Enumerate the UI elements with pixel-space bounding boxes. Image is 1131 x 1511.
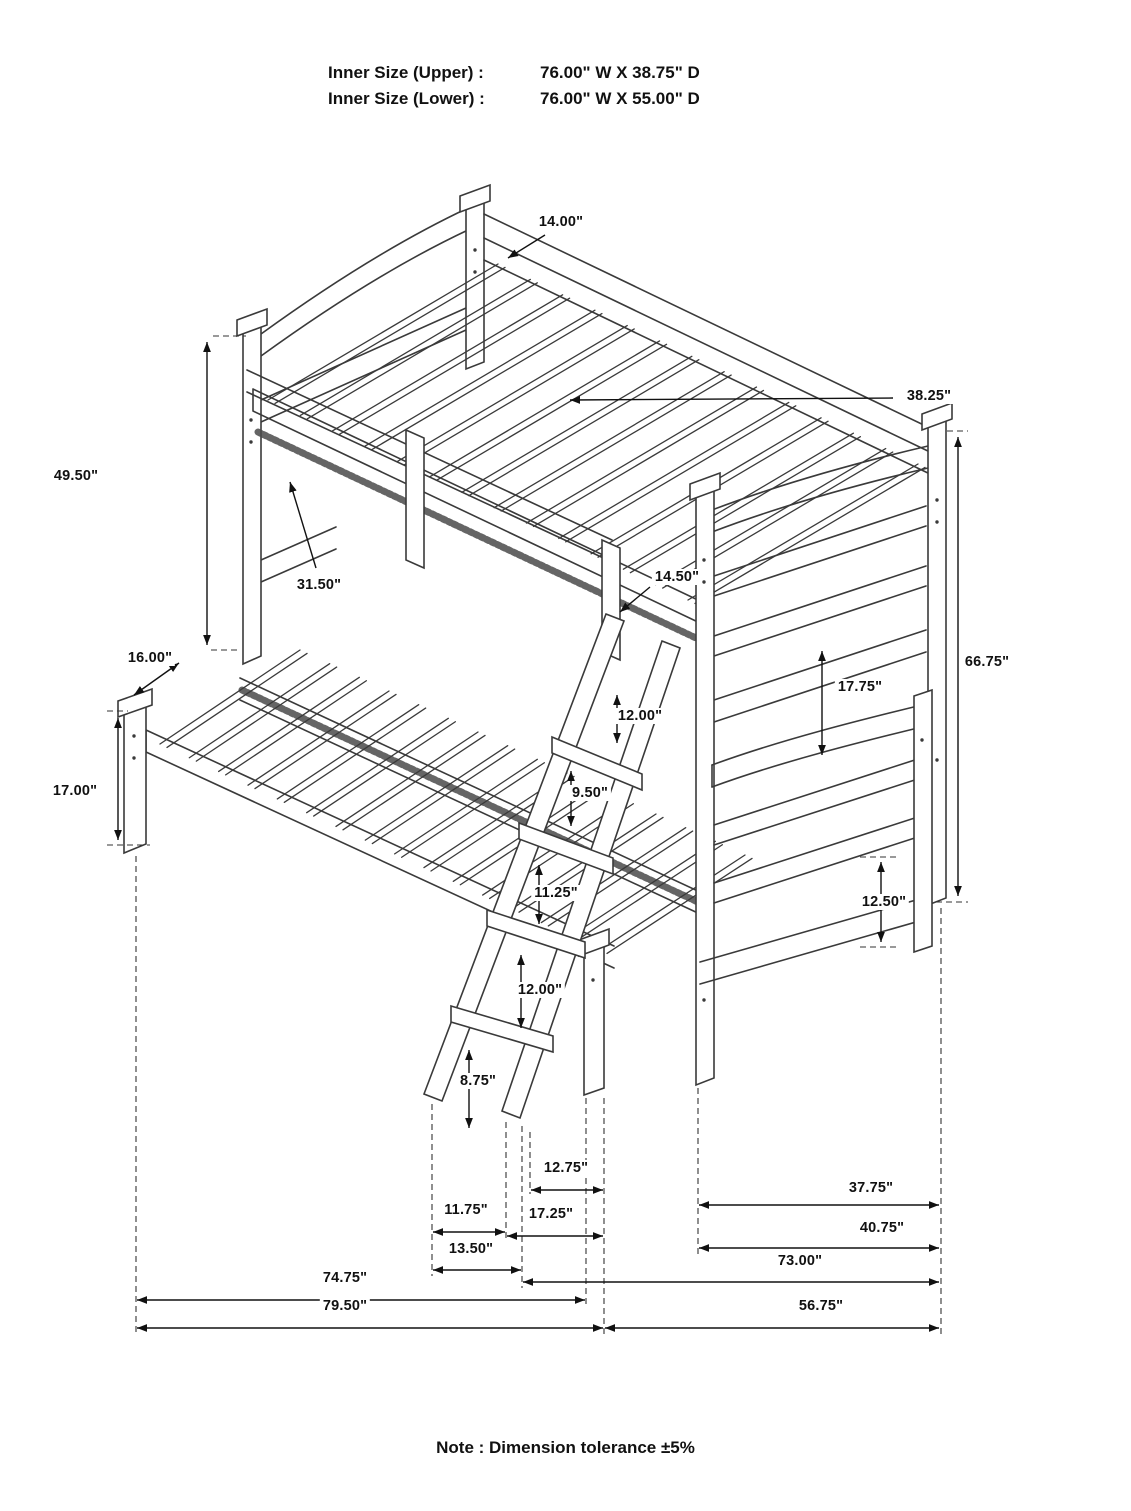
inner-size-upper-label: Inner Size (Upper) : xyxy=(328,63,484,82)
dim-label-73-00: 73.00" xyxy=(774,1253,826,1269)
tolerance-note: Note : Dimension tolerance ±5% xyxy=(436,1438,695,1457)
dim-label-9-50: 9.50" xyxy=(568,785,612,801)
dim-label-17-00: 17.00" xyxy=(49,783,101,799)
dim-label-11-25: 11.25" xyxy=(531,885,581,901)
dim-label-8-75: 8.75" xyxy=(456,1073,500,1089)
dim-label-14-00-top: 14.00" xyxy=(535,214,587,230)
dim-label-56-75: 56.75" xyxy=(795,1298,847,1314)
dim-label-37-75: 37.75" xyxy=(845,1180,897,1196)
dim-label-11-75: 11.75" xyxy=(441,1202,491,1218)
inner-size-upper-value: 76.00" W X 38.75" D xyxy=(540,63,700,82)
dim-label-12-00-a: 12.00" xyxy=(614,708,666,724)
bed-structure xyxy=(117,183,953,1120)
dim-label-66-75: 66.75" xyxy=(961,654,1013,670)
dim-label-13-50: 13.50" xyxy=(445,1241,497,1257)
dimension-extension-lines xyxy=(107,335,968,1334)
dim-label-12-00-b: 12.00" xyxy=(514,982,566,998)
dim-label-17-75: 17.75" xyxy=(834,679,886,695)
dim-label-31-50: 31.50" xyxy=(293,577,345,593)
dim-label-40-75: 40.75" xyxy=(856,1220,908,1236)
screw-dots xyxy=(132,248,939,1002)
inner-size-lower-row: Inner Size (Lower) : 76.00" W X 55.00" D xyxy=(328,86,700,112)
dim-label-17-25: 17.25" xyxy=(525,1206,577,1222)
dim-label-49-50: 49.50" xyxy=(50,468,102,484)
dim-label-79-50: 79.50" xyxy=(319,1298,371,1314)
inner-size-lower-label: Inner Size (Lower) : xyxy=(328,88,485,108)
dim-label-12-50: 12.50" xyxy=(858,894,910,910)
dim-label-12-75: 12.75" xyxy=(540,1160,592,1176)
dim-label-38-25: 38.25" xyxy=(903,388,955,404)
inner-size-lower-value: 76.00" W X 55.00" D xyxy=(540,88,700,108)
inner-size-header: Inner Size (Upper) : 76.00" W X 38.75" D… xyxy=(328,60,700,111)
dim-label-74-75: 74.75" xyxy=(319,1270,371,1286)
inner-size-upper-row: Inner Size (Upper) : 76.00" W X 38.75" D xyxy=(328,60,700,86)
dim-label-14-50: 14.50" xyxy=(651,569,703,585)
dim-label-16-00: 16.00" xyxy=(124,650,176,666)
